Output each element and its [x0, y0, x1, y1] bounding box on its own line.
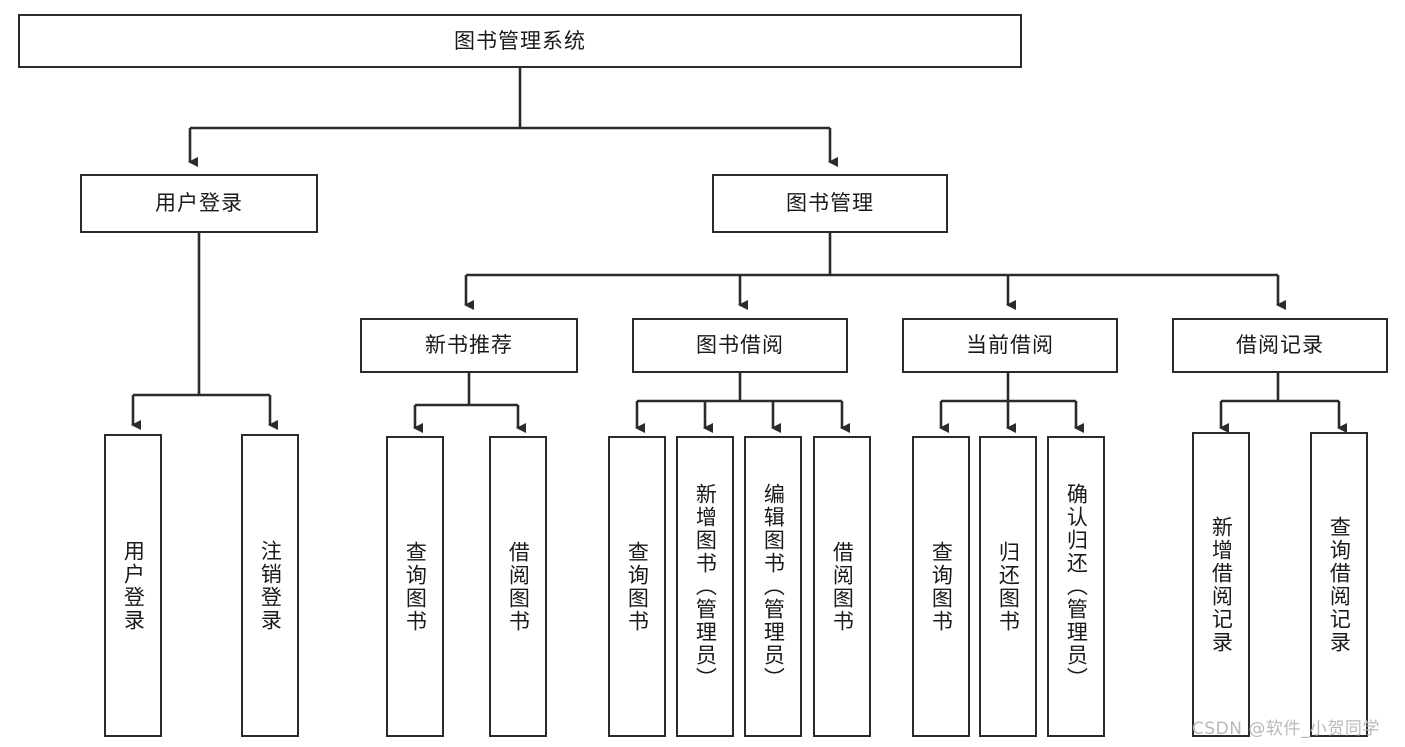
node-book-management-label: 图书管理: [786, 191, 874, 216]
leaf-book-borrow-edit[interactable]: 编辑图书（管理员）: [744, 436, 802, 737]
leaf-new-book-query[interactable]: 查询图书: [386, 436, 444, 737]
leaf-book-borrow-lend[interactable]: 借阅图书: [813, 436, 871, 737]
leaf-current-borrow-confirm-label: 确认归还（管理员）: [1064, 483, 1089, 690]
node-book-borrow[interactable]: 图书借阅: [632, 318, 848, 373]
leaf-new-book-borrow-label: 借阅图书: [506, 540, 531, 633]
leaf-user-login-signin[interactable]: 用户登录: [104, 434, 162, 737]
leaf-current-borrow-return[interactable]: 归还图书: [979, 436, 1037, 737]
leaf-current-borrow-query[interactable]: 查询图书: [912, 436, 970, 737]
leaf-borrow-record-add-label: 新增借阅记录: [1209, 515, 1234, 654]
leaf-borrow-record-query[interactable]: 查询借阅记录: [1310, 432, 1368, 737]
leaf-book-borrow-add[interactable]: 新增图书（管理员）: [676, 436, 734, 737]
leaf-book-borrow-query[interactable]: 查询图书: [608, 436, 666, 737]
leaf-borrow-record-query-label: 查询借阅记录: [1327, 515, 1352, 654]
node-book-borrow-label: 图书借阅: [696, 333, 784, 358]
leaf-current-borrow-query-label: 查询图书: [929, 540, 954, 633]
node-user-login-label: 用户登录: [155, 191, 243, 216]
leaf-new-book-query-label: 查询图书: [403, 540, 428, 633]
leaf-user-login-signout[interactable]: 注销登录: [241, 434, 299, 737]
leaf-current-borrow-return-label: 归还图书: [996, 540, 1021, 633]
node-root[interactable]: 图书管理系统: [18, 14, 1022, 68]
leaf-borrow-record-add[interactable]: 新增借阅记录: [1192, 432, 1250, 737]
node-new-book-recommend-label: 新书推荐: [425, 333, 513, 358]
leaf-book-borrow-add-label: 新增图书（管理员）: [693, 483, 718, 690]
node-current-borrow-label: 当前借阅: [966, 333, 1054, 358]
node-root-label: 图书管理系统: [454, 28, 586, 53]
leaf-book-borrow-edit-label: 编辑图书（管理员）: [761, 483, 786, 690]
leaf-book-borrow-lend-label: 借阅图书: [830, 540, 855, 633]
leaf-book-borrow-query-label: 查询图书: [625, 540, 650, 633]
leaf-current-borrow-confirm[interactable]: 确认归还（管理员）: [1047, 436, 1105, 737]
node-book-management[interactable]: 图书管理: [712, 174, 948, 233]
node-current-borrow[interactable]: 当前借阅: [902, 318, 1118, 373]
node-borrow-record-label: 借阅记录: [1236, 333, 1324, 358]
leaf-new-book-borrow[interactable]: 借阅图书: [489, 436, 547, 737]
node-new-book-recommend[interactable]: 新书推荐: [360, 318, 578, 373]
leaf-user-login-signout-label: 注销登录: [258, 539, 283, 632]
node-user-login[interactable]: 用户登录: [80, 174, 318, 233]
leaf-user-login-signin-label: 用户登录: [121, 539, 146, 632]
node-borrow-record[interactable]: 借阅记录: [1172, 318, 1388, 373]
